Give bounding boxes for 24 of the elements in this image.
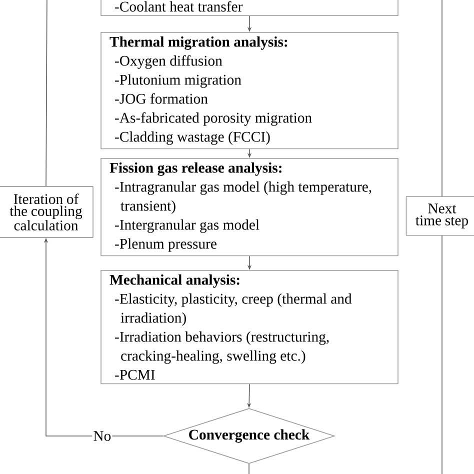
- list-item: -Intergranular gas model: [115, 219, 260, 233]
- list-item: -JOG formation: [115, 93, 208, 104]
- connector: [248, 464, 250, 474]
- process-box: [100, 32, 398, 150]
- process-box: [100, 0, 398, 16]
- box-heading: Thermal migration analysis:: [110, 36, 288, 50]
- list-item: -Plenum pressure: [115, 238, 216, 252]
- list-item: -Elasticity, plasticity, creep (thermal and irradiation): [115, 293, 352, 326]
- process-box: [100, 158, 398, 256]
- process-box: [100, 270, 398, 384]
- list-item: -PCMI: [115, 370, 155, 380]
- connector: [46, 0, 48, 187]
- note-box: Iteration of the coupling calculation: [0, 186, 94, 238]
- list-item: -Oxygen diffusion: [115, 55, 222, 69]
- box-heading: Mechanical analysis:: [110, 274, 240, 288]
- edge-label: No: [92, 430, 112, 442]
- list-item: -Cladding wastage (FCCI): [115, 131, 270, 145]
- list-item: -As-fabricated porosity migration: [115, 112, 312, 126]
- list-item: -Irradiation behaviors (restructuring, cracking-healing, swelling etc.): [115, 331, 329, 364]
- list-item: -Plutonium migration: [115, 74, 242, 88]
- box-heading: Fission gas release analysis:: [110, 162, 282, 176]
- list-item: -Coolant heat transfer: [115, 1, 243, 12]
- note-box: Next time step: [406, 196, 474, 236]
- list-item: -Intragranular gas model (high temperature, transient): [115, 181, 372, 214]
